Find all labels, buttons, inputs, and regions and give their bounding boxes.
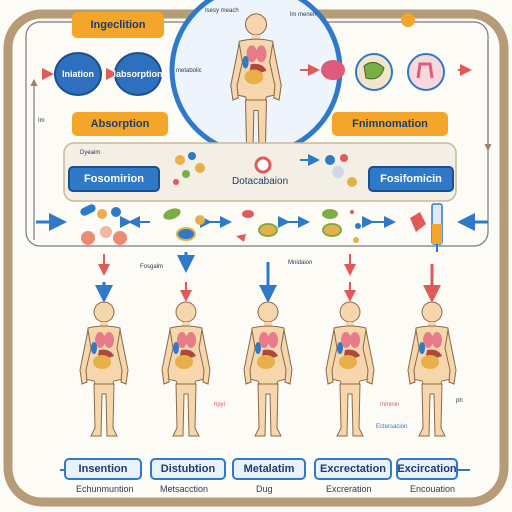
stage-label-1: Insention — [64, 458, 142, 480]
absorption-label: Absorption — [72, 112, 168, 136]
fosifomicin-box: Fosifomicin — [368, 166, 454, 192]
stage-label-2: Distubtion — [150, 458, 226, 480]
dotacabaion-text: Dotacabaion — [232, 176, 289, 187]
footer-label-3: Dug — [256, 484, 273, 494]
stage-label-4: Excrectation — [314, 458, 392, 480]
enhancement-label: Fnimnomation — [332, 112, 448, 136]
stage-label-5: Excircation — [396, 458, 458, 480]
annotation-left: Isesy meach — [205, 8, 239, 14]
body-note-4b: Ectersacion — [376, 424, 408, 430]
fosgalm-label: Fosgalm — [140, 264, 164, 270]
dyeaim-label: Dyeaim — [80, 150, 101, 156]
left-tick-label: Im — [38, 118, 45, 124]
footer-label-4: Excreration — [326, 484, 372, 494]
absorption-circle: Iabsorption — [114, 52, 163, 96]
mnidaion-label: Mnidaion — [288, 260, 313, 266]
annotation-right: lm menen — [290, 12, 317, 18]
stage-label-3: Metalatim — [232, 458, 306, 480]
ingestion-label: Ingeclition — [72, 12, 164, 38]
initiation-circle: Iniation — [54, 52, 102, 96]
footer-label-1: Echunmuntion — [76, 484, 134, 494]
body-note-4: mminin — [380, 402, 400, 408]
body-note-2: hpyl — [214, 402, 226, 408]
metabolic-label: metabolic — [176, 68, 202, 74]
footer-label-2: Metsacction — [160, 484, 209, 494]
body-note-5: ph — [456, 398, 463, 404]
fosomirion-box: Fosomirion — [68, 166, 160, 192]
footer-label-5: Encouation — [410, 484, 456, 494]
